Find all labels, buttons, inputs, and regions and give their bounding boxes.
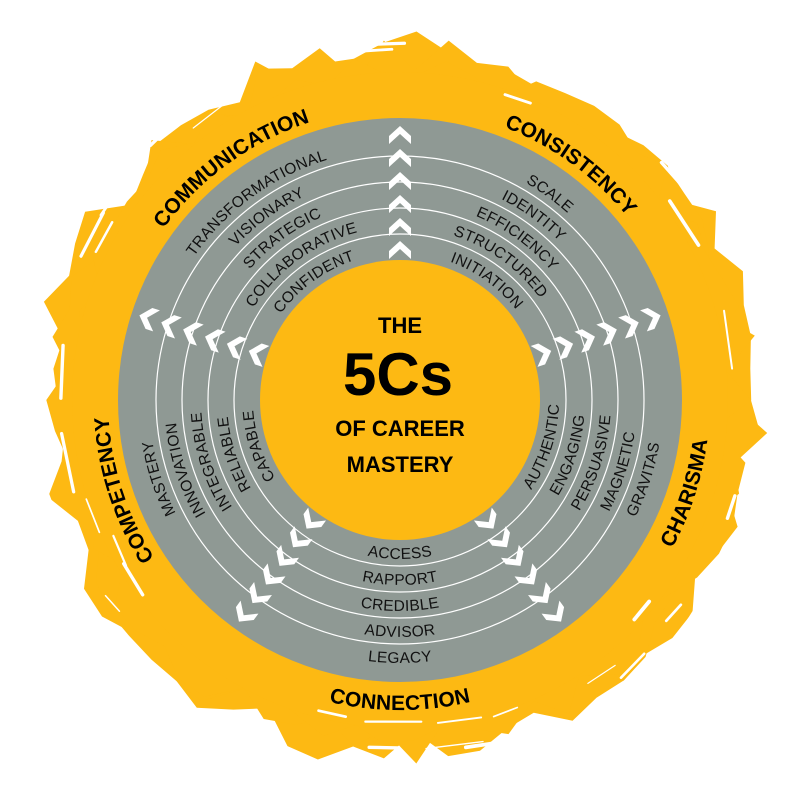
brush-streak [463, 741, 497, 750]
brush-streak [148, 129, 167, 148]
brush-streak [490, 54, 538, 76]
chevron-outward-icon [290, 526, 313, 548]
chevron-outward-icon [249, 582, 272, 604]
chevron-outward-icon [528, 582, 551, 604]
ring-divider-line [233, 233, 567, 567]
brush-streak [667, 199, 701, 247]
chevron-outward-icon [514, 563, 538, 585]
chevron-outward-icon [541, 600, 565, 622]
chevron-outward-icon [303, 507, 327, 529]
brush-streak [671, 156, 707, 203]
brush-streak [644, 639, 671, 663]
brush-streak [350, 47, 394, 54]
brush-streak [705, 566, 723, 598]
brush-streak [104, 594, 121, 612]
chevron-outward-icon [262, 563, 286, 585]
chevron-outward-icon [596, 322, 617, 346]
center-circle [260, 260, 540, 540]
center-the: THE [378, 313, 422, 338]
brush-streak [508, 64, 553, 84]
brush-streak [756, 341, 761, 369]
brush-streak [79, 211, 105, 258]
brush-streak [723, 309, 734, 370]
brush-streak [59, 343, 65, 400]
brush-streak [112, 534, 128, 567]
chevron-outward-icon [139, 307, 160, 332]
chevron-outward-icon [226, 336, 248, 360]
ring-divider-line [207, 207, 593, 593]
brush-streak [436, 716, 483, 724]
ring-word-text: LEGACY [367, 648, 432, 667]
ring-word: LEGACY [367, 648, 432, 667]
ring-word: ACCESS [367, 543, 434, 563]
ring-word-text: RAPPORT [361, 568, 439, 589]
brush-streak [503, 93, 532, 105]
ring-word: RAPPORT [361, 568, 439, 589]
chevron-outward-icon [618, 315, 639, 339]
brush-streak [659, 160, 696, 201]
brush-streak [492, 706, 519, 718]
chevron-outward-icon [389, 195, 411, 213]
chevron-outward-icon [501, 544, 524, 566]
chevron-outward-icon [389, 126, 411, 144]
ring-word-text: ACCESS [367, 543, 433, 563]
ring-divider-line [181, 181, 619, 619]
chevron-outward-icon [552, 336, 574, 360]
brush-streak [94, 221, 114, 254]
brush-streak [619, 652, 646, 679]
brush-streak [317, 709, 348, 719]
brush-streak [664, 603, 683, 623]
brush-streak [122, 562, 145, 597]
center-of-career: OF CAREER [335, 416, 465, 441]
chevron-outward-icon [183, 322, 204, 346]
center-5cs: 5Cs [343, 341, 453, 408]
brush-streak [584, 698, 606, 716]
ring-word-text: ADVISOR [364, 621, 436, 641]
chevron-outward-icon [574, 329, 595, 353]
brush-streak [44, 488, 67, 542]
brush-streak [85, 498, 101, 534]
chevron-outward-icon [530, 343, 552, 367]
brush-streak [686, 594, 706, 623]
ring-word: CREDIBLE [360, 594, 441, 615]
chevron-outward-icon [389, 149, 411, 167]
chevron-outward-icon [248, 343, 270, 367]
chevron-outward-icon [161, 315, 182, 339]
brush-streak [367, 745, 400, 750]
brush-streak [647, 139, 679, 175]
chevron-outward-icon [205, 329, 226, 353]
chevron-outward-icon [389, 241, 411, 259]
brush-streak [725, 494, 737, 521]
ring-word: ADVISOR [364, 621, 437, 641]
chevron-outward-icon [473, 507, 497, 529]
center-mastery: MASTERY [347, 452, 454, 477]
brush-streak [192, 101, 228, 129]
brush-streak [59, 431, 76, 494]
chevron-outward-icon [276, 544, 299, 566]
chevron-outward-icon [640, 307, 661, 332]
brush-streak [632, 599, 652, 622]
chevron-outward-icon [487, 526, 510, 548]
brush-streak [347, 41, 407, 47]
brush-streak [99, 171, 132, 217]
chevron-outward-icon [235, 600, 259, 622]
ring-word-text: CREDIBLE [360, 594, 441, 615]
chevron-outward-icon [389, 172, 411, 190]
brush-streak [753, 319, 765, 373]
brush-streak [425, 740, 484, 750]
chevron-outward-icon [389, 218, 411, 236]
brush-streak [587, 664, 616, 684]
